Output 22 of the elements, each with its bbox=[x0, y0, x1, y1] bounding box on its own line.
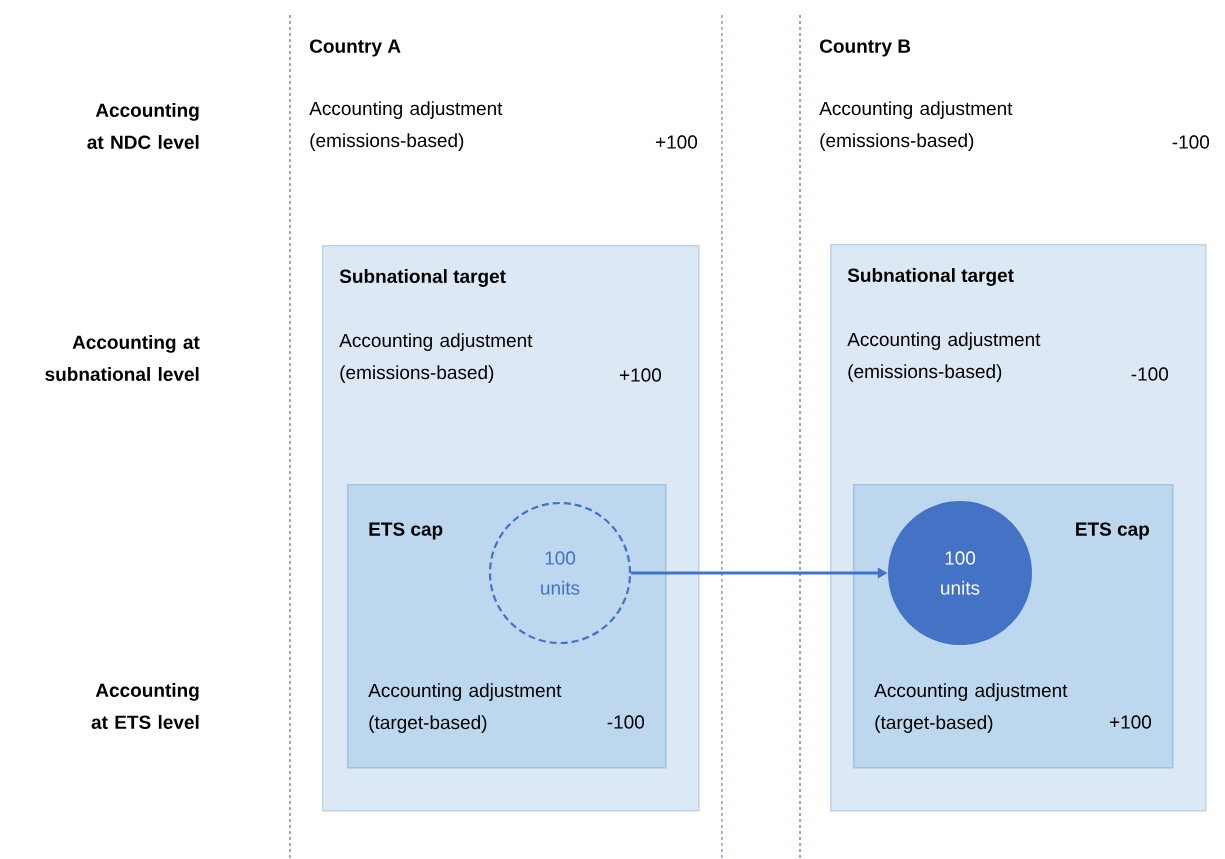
cap-box bbox=[347, 484, 667, 769]
row-label: Accounting at ETS level bbox=[91, 683, 199, 729]
adjustment-text: Accounting adjustment (target-based) bbox=[368, 683, 562, 733]
adjustment-value: +100 bbox=[619, 368, 662, 382]
adjustment-text: Accounting adjustment (emissions-based) bbox=[847, 332, 1041, 382]
box-heading: ETS cap bbox=[369, 522, 443, 540]
country-heading: Country B bbox=[820, 39, 911, 57]
box-heading: ETS cap bbox=[1076, 522, 1149, 540]
row-label: Accounting at subnational level bbox=[45, 335, 200, 381]
adjustment-value: -100 bbox=[1172, 135, 1210, 149]
adjustment-text: Accounting adjustment (emissions-based) bbox=[819, 101, 1013, 151]
country-heading: Country A bbox=[310, 39, 401, 57]
adjustment-value: +100 bbox=[1109, 715, 1152, 729]
adjustment-value: -100 bbox=[607, 715, 645, 729]
box-heading: Subnational target bbox=[339, 269, 506, 287]
adjustment-value: -100 bbox=[1131, 367, 1169, 381]
adjustment-text: Accounting adjustment (emissions-based) bbox=[309, 101, 503, 151]
adjustment-value: +100 bbox=[655, 135, 698, 149]
row-label: Accounting at NDC level bbox=[87, 103, 199, 149]
adjustment-text: Accounting adjustment (target-based) bbox=[874, 683, 1068, 733]
box-heading: Subnational target bbox=[847, 268, 1014, 286]
adjustment-text: Accounting adjustment (emissions-based) bbox=[339, 333, 533, 383]
